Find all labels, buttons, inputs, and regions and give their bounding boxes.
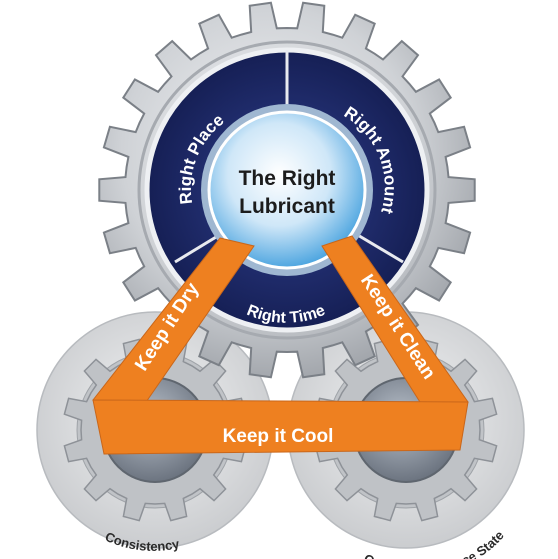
center-title-line1: The Right [239, 167, 336, 190]
keep-it-cool-label: Keep it Cool [223, 426, 334, 447]
ring-divider-left [174, 232, 222, 264]
keep-it-cool-band [92, 399, 469, 455]
ring-divider-right [355, 232, 404, 264]
center-title-line2: Lubricant [239, 195, 335, 218]
center-disc [207, 110, 367, 270]
